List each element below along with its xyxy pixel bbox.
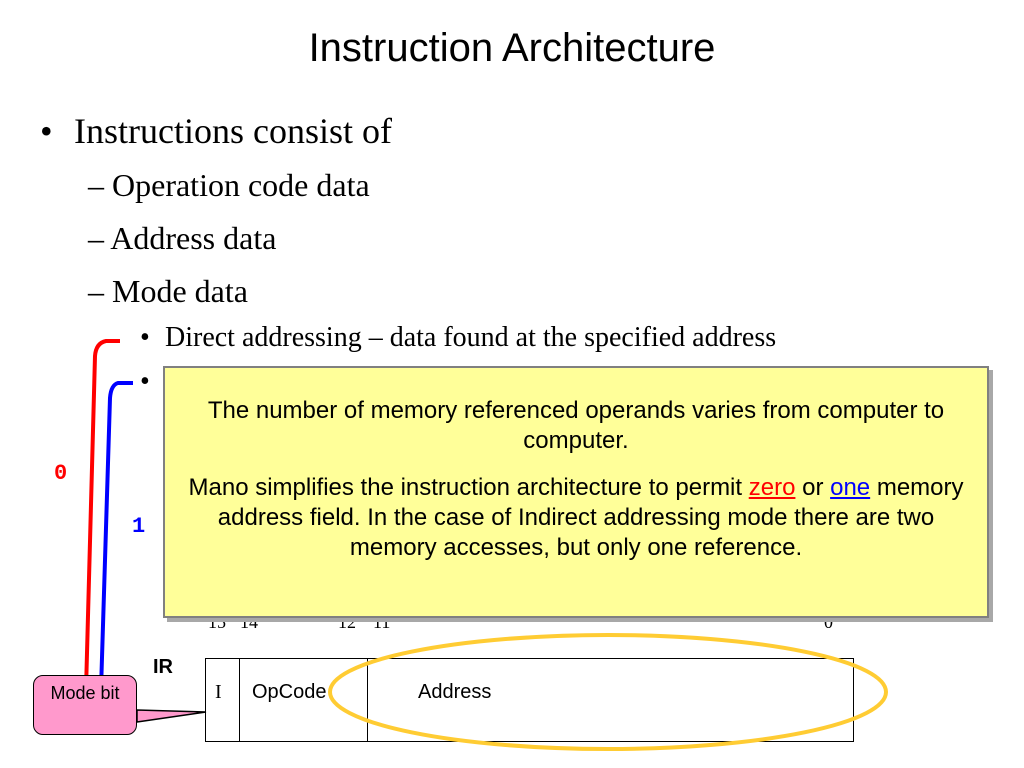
slide-title: Instruction Architecture	[308, 26, 716, 70]
label-one: 1	[132, 514, 146, 539]
callout-paragraph-1: The number of memory referenced operands…	[207, 397, 945, 454]
ir-label: IR	[153, 656, 173, 678]
blue-bracket-line	[99, 381, 133, 691]
sub-item-address: – Address data	[88, 220, 277, 256]
sub-item-mode: – Mode data	[88, 273, 248, 309]
ir-field-opcode-label: OpCode	[252, 681, 327, 703]
third-bullet-dot-1: •	[140, 322, 150, 353]
bullet-dot: •	[40, 111, 53, 151]
zero-link[interactable]: zero	[748, 474, 796, 501]
label-zero: 0	[54, 461, 68, 486]
callout-paragraph-2: Mano simplifies the instruction architec…	[185, 473, 967, 563]
callout-text-c: memory address field. In the case of Ind…	[217, 474, 964, 561]
callout-text-a: Mano simplifies the instruction architec…	[188, 474, 749, 501]
mode-bit-callout: Mode bit	[33, 675, 137, 735]
third-bullet-dot-2: •	[140, 366, 150, 397]
one-link[interactable]: one	[830, 474, 871, 501]
callout-text-b: or	[795, 474, 831, 501]
bit-0: 0	[824, 612, 833, 632]
mode-bit-pointer	[136, 709, 207, 723]
ir-field-i-label: I	[215, 681, 222, 703]
bullet-main: Instructions consist of	[74, 111, 392, 151]
ir-field-i	[205, 658, 240, 742]
sub-item-opcode: – Operation code data	[88, 167, 370, 203]
red-bracket-line	[84, 339, 120, 691]
third-item-direct: Direct addressing – data found at the sp…	[165, 322, 777, 353]
ir-field-address-label: Address	[418, 681, 492, 703]
callout-box: The number of memory referenced operands…	[163, 366, 989, 618]
